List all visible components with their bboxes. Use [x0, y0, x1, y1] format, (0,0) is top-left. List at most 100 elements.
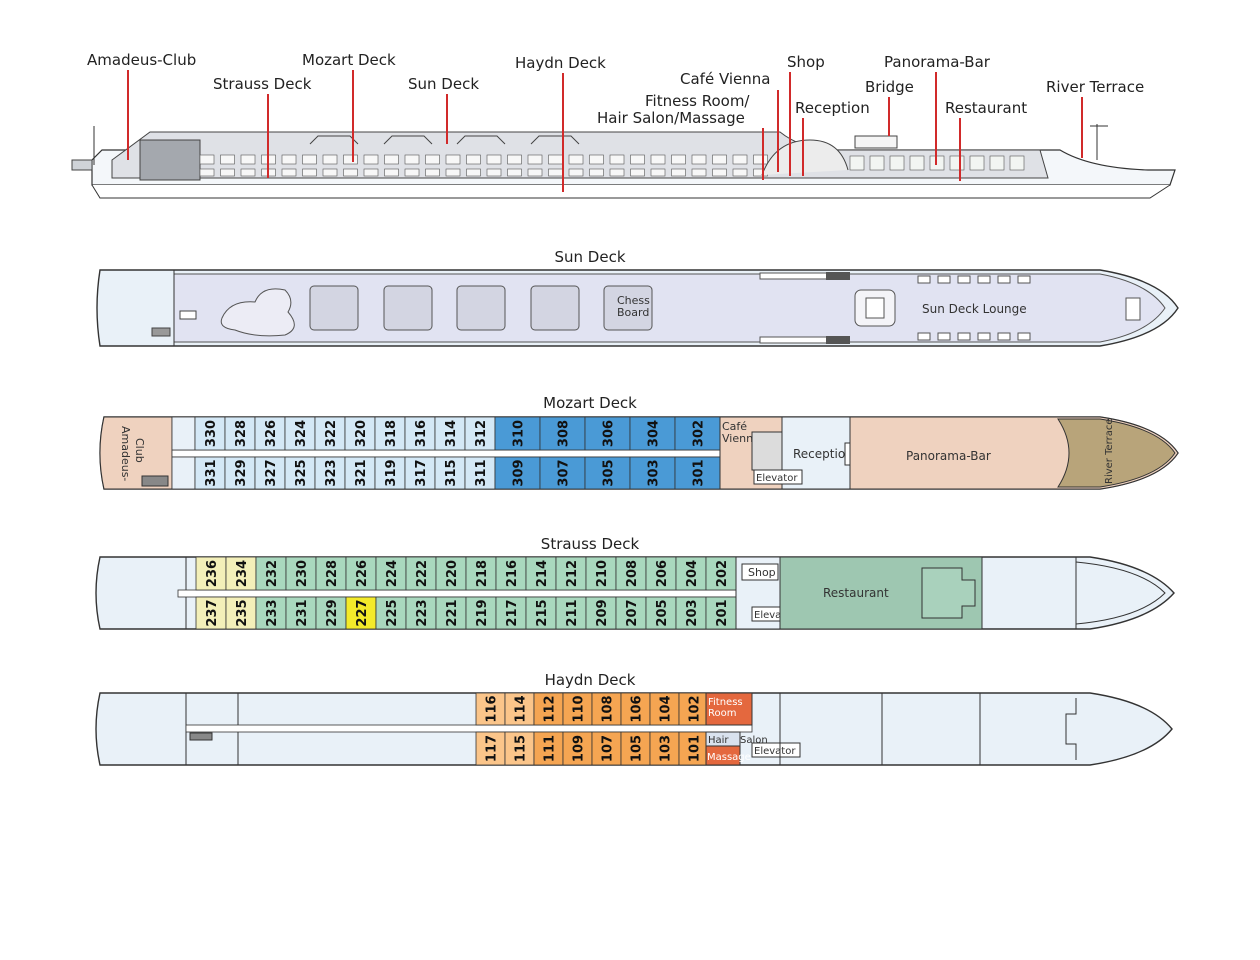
cabin-number-216: 216: [505, 560, 520, 587]
cabin-number-116: 116: [485, 695, 500, 722]
profile-window-lower-7: [322, 168, 338, 177]
cabin-232: [255, 556, 287, 591]
chess-board-label-2: Board: [617, 306, 649, 319]
sun-deck-lounger-4: [530, 285, 580, 331]
cabin-number-210: 210: [595, 560, 610, 587]
cabin-102: [678, 692, 709, 726]
cabin-number-320: 320: [354, 420, 369, 447]
sun-deck-lounger-3: [456, 285, 506, 331]
cabin-303: [629, 456, 676, 490]
cabin-117: [475, 731, 506, 766]
profile-window-upper-3: [240, 154, 256, 165]
profile-window-upper-10: [384, 154, 399, 165]
profile-window-lower-17: [527, 168, 543, 177]
cabin-number-231: 231: [295, 599, 310, 626]
cabin-number-220: 220: [445, 560, 460, 587]
cabin-number-331: 331: [204, 459, 219, 486]
profile-window-upper-25: [691, 154, 707, 165]
lounge-table-bottom-2: [937, 332, 951, 341]
profile-window-lower-12: [425, 168, 440, 177]
cabin-225: [375, 596, 407, 630]
cafe-vienna-label-1: Café: [722, 420, 747, 433]
river-terrace-label: River Terrace: [1104, 419, 1115, 484]
lounge-table-top-4: [977, 275, 991, 284]
cabin-329: [224, 456, 256, 490]
cabin-number-316: 316: [414, 420, 429, 447]
amadeus-club-steps: [141, 475, 169, 487]
profile-bridge: [854, 135, 898, 149]
cabin-number-315: 315: [444, 459, 459, 486]
profile-window-lower-5: [281, 168, 297, 177]
profile-window-lower-18: [548, 168, 563, 177]
profile-window-bar-6: [949, 155, 965, 171]
profile-window-upper-12: [425, 154, 440, 165]
profile-window-upper-1: [199, 154, 215, 165]
sun-deck-bench: [179, 310, 197, 320]
cabin-number-202: 202: [715, 560, 730, 587]
mozart-corridor: [171, 449, 721, 458]
profile-window-upper-16: [507, 154, 522, 165]
cabin-226: [345, 556, 377, 591]
profile-window-lower-6: [302, 168, 317, 177]
cabin-number-230: 230: [295, 560, 310, 587]
cabin-number-317: 317: [414, 459, 429, 486]
cabin-number-215: 215: [535, 599, 550, 626]
amadeus-club-label-2: Club: [133, 438, 146, 463]
cabin-301: [674, 456, 721, 490]
profile-window-bar-9: [1009, 155, 1025, 171]
cabin-108: [591, 692, 622, 726]
bow-equipment: [1125, 297, 1141, 321]
fitness-room-area: [705, 692, 753, 726]
cabin-212: [555, 556, 587, 591]
cafe-vienna-label-2: Vienna: [722, 432, 760, 445]
cabin-number-205: 205: [655, 599, 670, 626]
cabin-number-227: 227: [355, 599, 370, 626]
cabin-number-325: 325: [294, 459, 309, 486]
cabin-114: [504, 692, 535, 726]
profile-window-upper-2: [220, 154, 235, 165]
cabin-number-115: 115: [514, 735, 529, 762]
cabin-number-203: 203: [685, 599, 700, 626]
cabin-208: [615, 556, 647, 591]
cabin-number-330: 330: [204, 420, 219, 447]
profile-sun-awning-4: [530, 135, 580, 145]
profile-window-bar-1: [849, 155, 865, 171]
sun-deck-table-row: [917, 275, 1031, 341]
profile-keel: [91, 184, 1171, 199]
profile-sun-awning-3: [456, 135, 506, 145]
sun-deck-post-bottom: [826, 336, 850, 344]
cabin-number-308: 308: [557, 420, 572, 447]
cabin-321: [344, 456, 376, 490]
profile-window-upper-26: [712, 154, 727, 165]
profile-windows: [199, 135, 1025, 177]
mozart-elevator: [753, 469, 803, 485]
cabin-number-107: 107: [601, 735, 616, 762]
cabin-234: [225, 556, 257, 591]
profile-window-lower-3: [240, 168, 256, 177]
profile-window-bar-3: [889, 155, 905, 171]
profile-window-lower-27: [732, 168, 748, 177]
cabin-number-105: 105: [630, 735, 645, 762]
cabin-327: [254, 456, 286, 490]
profile-window-upper-21: [609, 154, 625, 165]
cabin-number-322: 322: [324, 420, 339, 447]
cabin-201: [705, 596, 737, 630]
lounge-table-bottom-4: [977, 332, 991, 341]
whirlpool-outline: [220, 288, 295, 337]
haydn-elevator: [751, 742, 801, 758]
panorama-bar-label: Panorama-Bar: [906, 449, 991, 463]
profile-window-lower-14: [466, 168, 481, 177]
cabin-318: [374, 416, 406, 451]
cabin-223: [405, 596, 437, 630]
cabin-106: [620, 692, 651, 726]
sun-deck-lounger-2: [383, 285, 433, 331]
profile-window-lower-22: [630, 168, 645, 177]
profile-label-shop: Shop: [787, 53, 825, 71]
cabin-number-111: 111: [543, 735, 558, 762]
cabin-number-321: 321: [354, 459, 369, 486]
profile-label-strauss-deck: Strauss Deck: [213, 75, 312, 93]
